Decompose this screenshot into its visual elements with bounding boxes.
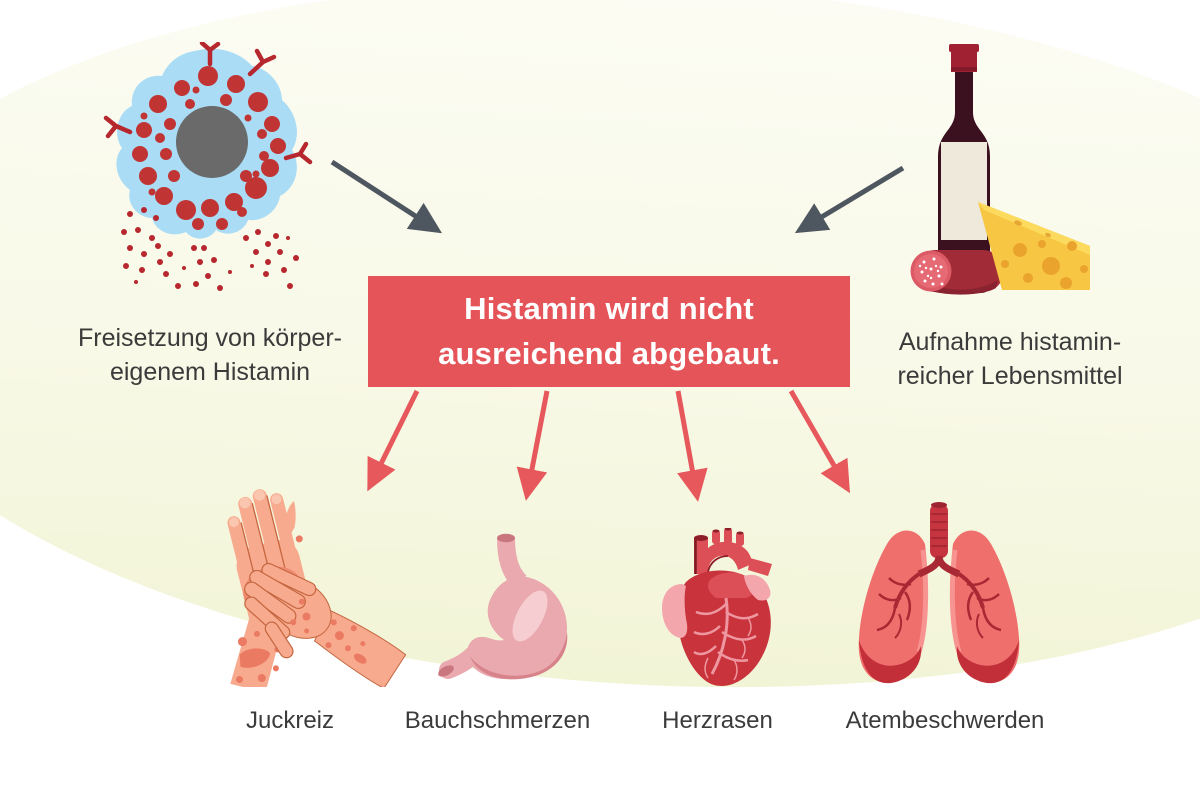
rash-spots: [290, 598, 367, 664]
itchy-hands-icon: [227, 489, 407, 687]
mast-cell-icon: [103, 42, 313, 291]
heart-vessels: [694, 528, 772, 576]
heart-icon: [662, 528, 772, 686]
heart-veins: [693, 597, 759, 681]
bronchi: [876, 555, 1002, 639]
cheese-wedge: [978, 202, 1090, 290]
wine-bottle: [938, 44, 990, 293]
lungs-icon: [858, 502, 1020, 684]
arrow-foods-to-statement: [794, 165, 905, 234]
stomach-icon: [438, 533, 568, 680]
arrow-statement-to-itching: [367, 389, 420, 492]
arrow-statement-to-racing-heart: [675, 390, 708, 502]
cell-receptors: [103, 42, 313, 165]
central-statement-box: Histamin wird nicht ausreichend abgebaut…: [368, 276, 850, 387]
symptom-label-stomach-ache: Bauchschmerzen: [404, 707, 591, 734]
symptom-label-itching: Juckreiz: [245, 707, 335, 734]
symptom-label-racing-heart: Herzrasen: [662, 707, 773, 734]
arrow-statement-to-breathing: [788, 389, 850, 494]
cause-label-mast-cell: Freisetzung von körper- eigenem Histamin: [77, 324, 342, 386]
rash-spots: [236, 535, 303, 683]
cause-label-foods: Aufnahme histamin- reicher Lebensmittel: [897, 328, 1123, 390]
arrow-statement-to-stomach-ache: [516, 390, 550, 501]
histamine-dots: [121, 207, 299, 291]
front-hand: [244, 562, 407, 687]
histamine-foods-icon: [910, 44, 1090, 295]
arrow-mast-cell-to-statement: [330, 159, 443, 234]
cell-nucleus: [176, 106, 248, 178]
central-statement-text: Histamin wird nicht ausreichend abgebaut…: [438, 291, 780, 371]
symptom-label-breathing: Atembeschwerden: [845, 707, 1045, 734]
